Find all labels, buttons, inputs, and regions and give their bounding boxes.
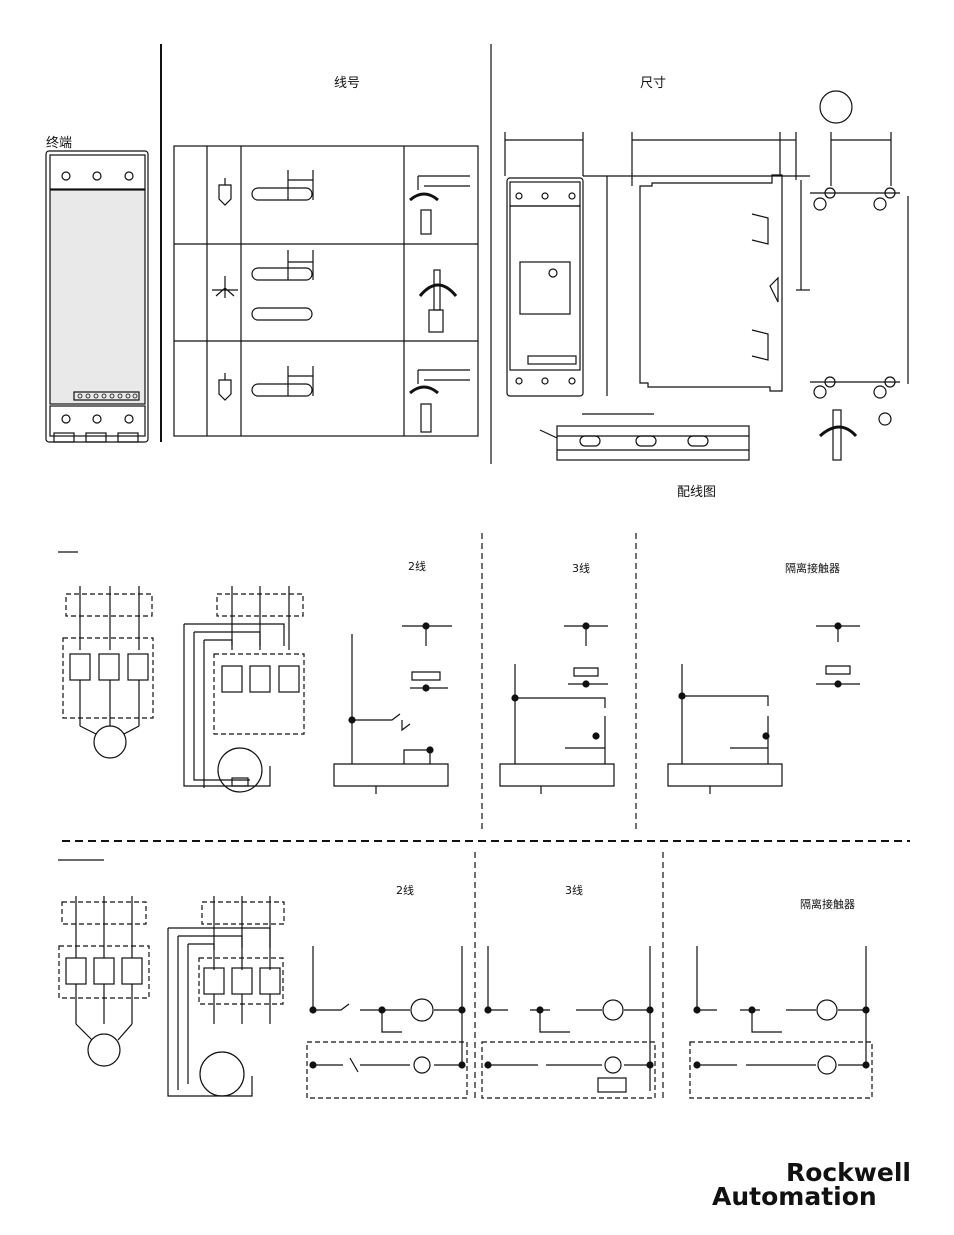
bottom-isolation-control [690, 946, 872, 1098]
top-delta-circuit [184, 586, 304, 792]
bottom-power-circuit [59, 896, 149, 1066]
top-two-wire-control [334, 623, 452, 794]
top-isolation-control [668, 623, 860, 794]
top-power-circuit [63, 586, 153, 758]
dimension-drawing [505, 91, 908, 460]
wire-gauge-table [174, 146, 478, 436]
bottom-two-wire-control [307, 946, 467, 1098]
starter-front-view [46, 151, 148, 442]
top-three-wire-control [500, 623, 614, 794]
bottom-delta-circuit [168, 896, 284, 1096]
bottom-three-wire-control [482, 946, 655, 1098]
